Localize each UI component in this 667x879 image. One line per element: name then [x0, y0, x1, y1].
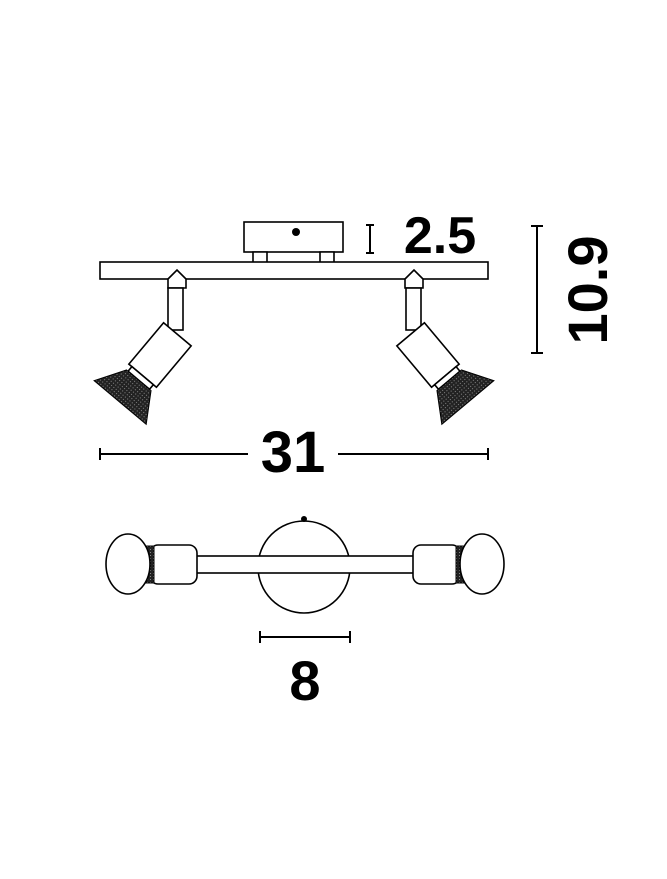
side-view — [93, 221, 495, 426]
total-height-dimension: 10.9 — [531, 225, 619, 354]
left-spot-top — [105, 533, 198, 595]
right-spot-top — [412, 533, 505, 595]
top-view — [105, 516, 505, 614]
right-spotlight — [395, 268, 495, 426]
mount-height-label: 2.5 — [404, 207, 476, 265]
base-diameter-dimension: 8 — [259, 631, 351, 712]
ceiling-mount-box — [243, 221, 344, 253]
total-height-label: 10.9 — [556, 236, 619, 345]
top-bar — [194, 555, 416, 574]
total-width-label: 31 — [261, 420, 326, 485]
left-spotlight — [93, 268, 193, 426]
lamp-bar — [99, 261, 489, 280]
mount-height-dimension: 2.5 — [366, 207, 476, 265]
total-width-dimension: 31 — [99, 420, 489, 485]
base-diameter-label: 8 — [289, 649, 320, 712]
mount-screw-icon — [292, 228, 300, 236]
